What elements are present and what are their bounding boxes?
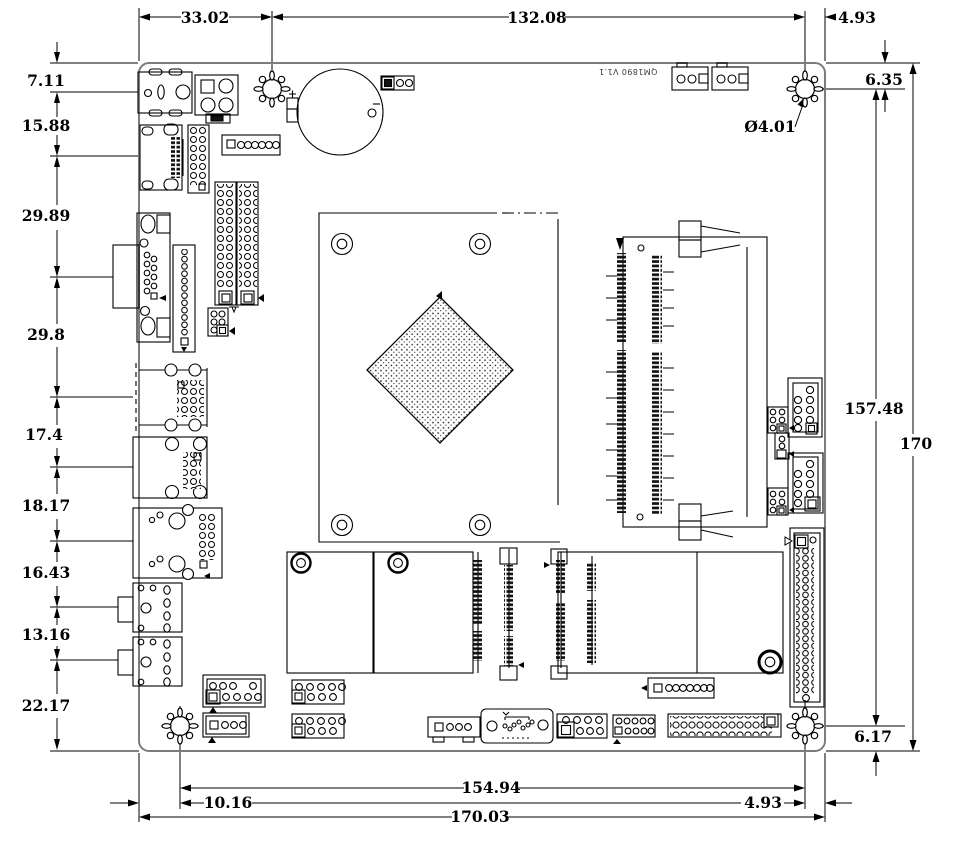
mounting-hole-top-right [786,70,824,108]
components [112,62,825,744]
header-2x5-a [291,679,346,705]
cpu-plate [318,212,562,543]
audio-jack-1 [117,582,183,633]
dim-left-18-17: 18.17 [22,496,71,515]
header-2x5-b [291,713,346,739]
minipcie-card-mid [373,551,474,674]
dimension-arrowheads [54,13,917,821]
jumper-3pin [380,75,415,91]
dimension-labels: 33.02 132.08 4.93 7.11 15.88 29.89 29.8 … [22,8,933,826]
usb-stack-bottom [132,436,208,500]
header-2x8 [187,124,210,194]
dimension-lines [56,16,914,818]
pcb-board-outline [138,62,826,752]
dim-bottom-170-03: 170.03 [450,807,509,826]
extension-lines [50,8,920,822]
dim-right-170: 170 [900,434,933,453]
fan-header-2 [711,62,749,91]
mounting-hole-bottom-left [161,707,199,745]
connector-1x4-framed [202,712,250,743]
pin-header-2x20 [784,527,825,708]
mounting-holes [161,70,824,745]
dim-left-29-89: 29.89 [22,206,71,225]
dim-bottom-154-94: 154.94 [461,778,521,797]
coin-battery [286,68,384,156]
mounting-hole-bottom-right [786,707,824,745]
dim-right-6-35: 6.35 [865,70,903,89]
hdmi-connector [139,123,184,191]
dim-bottom-4-93: 4.93 [744,793,782,812]
header-2x13-bottom [667,713,782,738]
connector-1x8 [641,677,715,699]
cpu-bga [366,291,514,444]
connector-1x13 [172,244,196,353]
header-2x5-c [556,713,608,739]
dim-bottom-10-16: 10.16 [204,793,253,812]
dim-left-22-17: 22.17 [22,696,71,715]
mounting-hole-top-left [253,70,291,108]
audio-jack-2 [117,636,183,687]
dim-top-132-08: 132.08 [507,8,566,27]
usb-stack-top [135,363,208,432]
header-2x5-d [612,714,656,744]
minipcie-socket-1 [473,547,524,681]
minipcie-card-left [286,551,374,674]
dim-left-13-16: 13.16 [22,625,71,644]
lan-connector [132,503,223,581]
header-2x3-left [207,307,235,337]
dsub-connector [480,708,554,744]
dim-left-17-4: 17.4 [25,425,63,444]
header-2x5-framed [202,674,266,713]
dim-left-15-88: 15.88 [22,116,71,135]
msata-card-right [557,551,784,675]
right-header-group [767,377,824,516]
dim-top-4-93: 4.93 [838,8,876,27]
connector-1x4-feet [427,716,481,743]
dc-power-jack [137,68,193,117]
vga-connector [112,212,171,343]
dim-right-157-48: 157.48 [844,399,903,418]
sodimm-socket [606,220,768,541]
dim-hole-diameter: Ø4.01 [744,117,795,136]
dim-top-33-02: 33.02 [181,8,230,27]
dual-header-2x13 [214,181,264,314]
dim-left-16-43: 16.43 [22,563,71,582]
board-silkscreen-label: QM1890 V1.1 [598,67,658,76]
minipcie-socket-2 [544,548,596,680]
fan-header-1 [671,62,709,91]
dim-left-29-8: 29.8 [27,325,65,344]
dim-right-6-17: 6.17 [854,727,892,746]
power-connector [194,74,239,124]
connector-1x7 [221,134,281,156]
dim-left-7-11: 7.11 [27,71,65,90]
